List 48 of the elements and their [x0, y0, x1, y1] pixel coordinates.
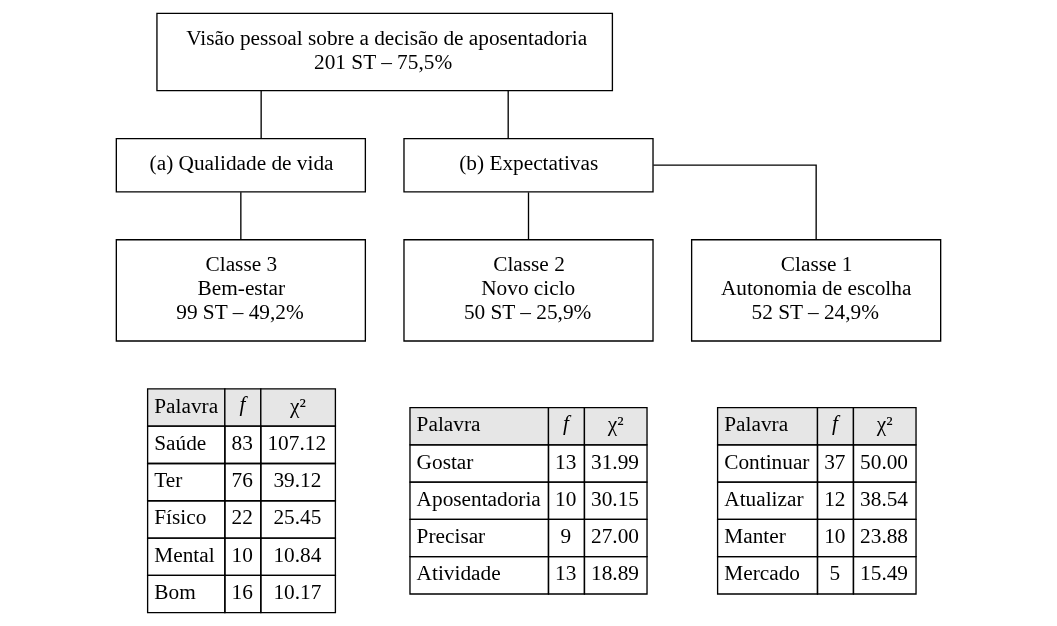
label: Aposentadoria: [416, 486, 541, 511]
label: 10: [555, 486, 577, 511]
label: f: [239, 392, 246, 417]
label: 9: [560, 524, 572, 549]
label: 76: [231, 468, 253, 493]
label: Mercado: [724, 561, 800, 586]
label: 23.88: [860, 524, 909, 549]
label: f: [563, 410, 570, 435]
label: 50.00: [860, 449, 909, 474]
label: 16: [231, 580, 253, 605]
label: 10: [824, 524, 846, 549]
label: 39.12: [273, 468, 322, 493]
label: 10.17: [273, 580, 322, 605]
label: 10: [231, 542, 253, 567]
label: 12: [824, 486, 846, 511]
label: 30.15: [591, 486, 640, 511]
label: Físico: [154, 505, 207, 530]
label: 37: [824, 449, 846, 474]
label: Continuar: [724, 449, 810, 474]
label: Gostar: [416, 449, 474, 474]
label: χ²: [607, 412, 624, 437]
label: 10.84: [273, 542, 322, 567]
label: f: [832, 410, 839, 435]
label: Atualizar: [724, 486, 804, 511]
label: 107.12: [267, 430, 327, 455]
label: Atividade: [416, 561, 501, 586]
label: 15.49: [860, 561, 909, 586]
label: 13: [555, 449, 577, 474]
label: 22: [231, 505, 253, 530]
label: Mental: [154, 542, 215, 567]
label: Palavra: [154, 393, 219, 418]
label: 25.45: [273, 505, 322, 530]
label: Palavra: [724, 412, 789, 437]
label: 31.99: [591, 449, 640, 474]
label: Precisar: [416, 524, 486, 549]
label: 13: [555, 561, 577, 586]
label: Palavra: [416, 412, 481, 437]
label: χ²: [290, 393, 306, 418]
label: 27.00: [591, 524, 640, 549]
label: 18.89: [591, 561, 640, 586]
label: Saúde: [154, 430, 207, 455]
label: 38.54: [860, 486, 909, 511]
label: Manter: [724, 524, 786, 549]
label: Ter: [154, 468, 183, 493]
label: 5: [829, 561, 841, 586]
label: 83: [231, 430, 253, 455]
label: Bom: [154, 580, 196, 605]
label: χ²: [876, 412, 893, 437]
